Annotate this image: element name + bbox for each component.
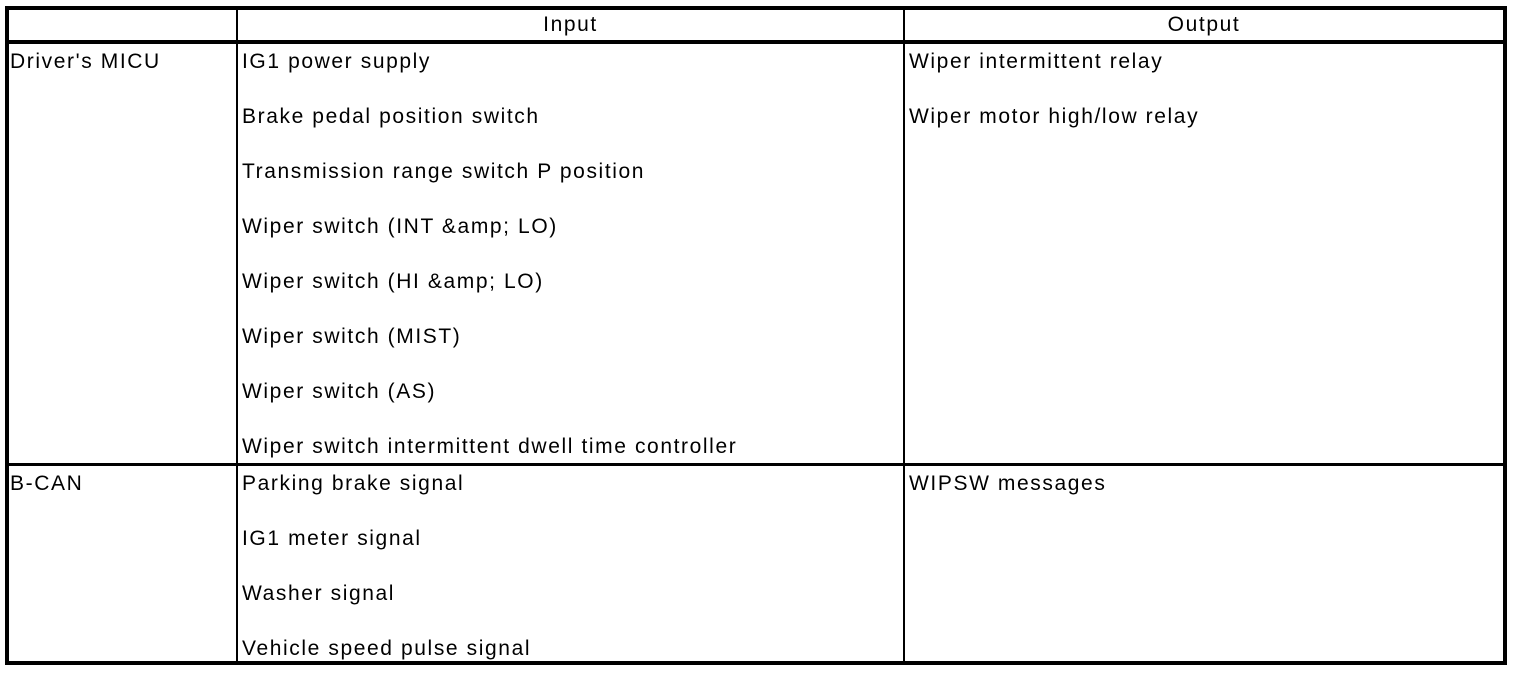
input-item: Transmission range switch P position xyxy=(242,160,646,183)
output-item: Wiper intermittent relay xyxy=(909,50,1164,73)
row-source-label: B-CAN xyxy=(10,472,84,495)
drivers-micu-input-list-cell: IG1 power supply Brake pedal position sw… xyxy=(236,40,903,463)
input-item: IG1 power supply xyxy=(242,50,432,73)
input-item: Wiper switch (INT &amp; LO) xyxy=(242,215,558,238)
input-item: Wiper switch intermittent dwell time con… xyxy=(242,435,738,458)
corner-header-cell xyxy=(9,10,236,40)
input-item: Parking brake signal xyxy=(242,472,465,495)
input-item: Brake pedal position switch xyxy=(242,105,540,128)
b-can-output-list-cell: WIPSW messages xyxy=(903,463,1503,661)
column-header-input: Input xyxy=(236,10,903,40)
input-output-table: Input Output Driver's MICU IG1 power sup… xyxy=(5,6,1507,665)
b-can-input-list-cell: Parking brake signal IG1 meter signal Wa… xyxy=(236,463,903,661)
drivers-micu-output-list-cell: Wiper intermittent relay Wiper motor hig… xyxy=(903,40,1503,463)
output-item: WIPSW messages xyxy=(909,472,1107,495)
output-item: Wiper motor high/low relay xyxy=(909,105,1200,128)
row-header-drivers-micu: Driver's MICU xyxy=(9,40,236,463)
input-item: Vehicle speed pulse signal xyxy=(242,637,532,660)
input-item: Washer signal xyxy=(242,582,396,605)
column-header-input-label: Input xyxy=(543,13,598,36)
input-item: IG1 meter signal xyxy=(242,527,422,550)
row-header-b-can: B-CAN xyxy=(9,463,236,661)
input-item: Wiper switch (HI &amp; LO) xyxy=(242,270,544,293)
row-source-label: Driver's MICU xyxy=(10,50,161,73)
column-header-output: Output xyxy=(903,10,1503,40)
input-item: Wiper switch (MIST) xyxy=(242,325,462,348)
column-header-output-label: Output xyxy=(1167,13,1241,36)
input-item: Wiper switch (AS) xyxy=(242,380,437,403)
